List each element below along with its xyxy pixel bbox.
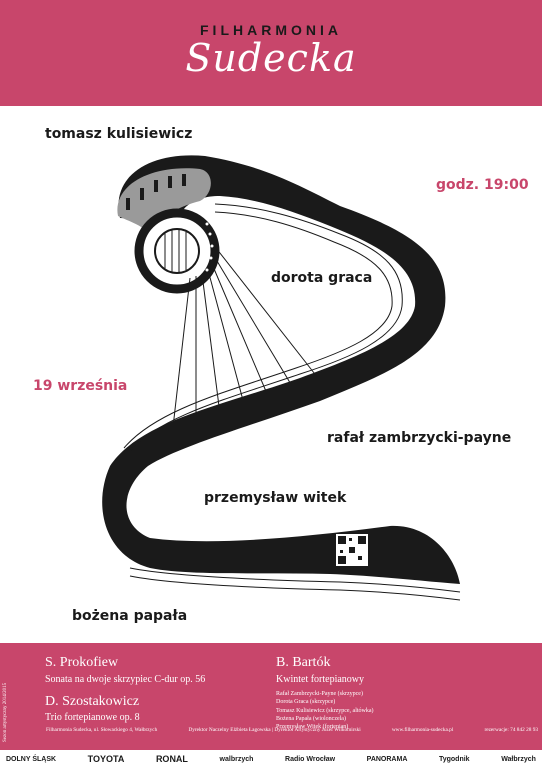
program-band — [0, 643, 542, 750]
role-item: Tomasz Kulisiewicz (skrzypce, altówka) — [276, 707, 374, 714]
sponsor-logo: PANORAMA — [366, 755, 408, 763]
tuning-pegs — [126, 174, 186, 210]
org-logo-script: Sudecka — [185, 36, 357, 80]
performer-role-list: Rafał Zambrzycki-Payne (skrzypce) Dorota… — [276, 690, 374, 731]
event-time: godz. 19:00 — [436, 177, 529, 193]
role-item: Dorota Graca (skrzypce) — [276, 699, 336, 706]
performer-1: tomasz kulisiewicz — [45, 126, 193, 142]
sponsor-logo: TOYOTA — [87, 754, 125, 764]
footer-website[interactable]: www.filharmonia-sudecka.pl — [391, 727, 454, 733]
work-left-1: Sonata na dwoje skrzypiec C-dur op. 56 — [45, 674, 206, 685]
soundhole — [154, 228, 200, 274]
event-date: 19 września — [33, 378, 128, 394]
performer-3: rafał zambrzycki-payne — [327, 430, 512, 446]
footer-directors: Dyrektor Naczelny Elżbieta Łagowska | Dy… — [188, 727, 361, 733]
role-item: Rafał Zambrzycki-Payne (skrzypce) — [276, 691, 363, 697]
composer-left-2: D. Szostakowicz — [45, 694, 140, 709]
composer-left-1: S. Prokofiew — [45, 655, 119, 670]
sponsor-logo: Radio Wrocław — [285, 755, 336, 763]
sponsor-strip: DOLNY ŚLĄSK TOYOTA RONAL walbrzych Radio… — [0, 750, 542, 768]
harp-strings — [171, 247, 319, 437]
harp-soundboard — [117, 168, 211, 234]
composer-right: B. Bartók — [276, 655, 331, 670]
org-name: FILHARMONIA — [200, 22, 342, 38]
performer-4: przemysław witek — [204, 490, 347, 506]
season-label: Sezon artystyczny 2014/2015 — [3, 682, 8, 742]
footer-phone: rezerwacje: 74 842 28 93 — [484, 727, 538, 733]
sponsor-logo: Wałbrzych — [501, 755, 536, 763]
qr-code-icon — [336, 534, 368, 566]
work-right: Kwintet fortepianowy — [276, 674, 365, 685]
performer-2: dorota graca — [271, 270, 373, 286]
harp-clef-illustration — [102, 155, 461, 601]
sponsor-logo: walbrzych — [219, 755, 254, 763]
soundhole-strings — [164, 230, 187, 272]
role-item: Przemysław Witek (fortepian) — [276, 724, 349, 731]
footer-info: Filharmonia Sudecka, ul. Słowackiego 4, … — [46, 727, 538, 733]
sponsor-logo: RONAL — [155, 754, 188, 764]
role-item: Bożena Papała (wiolonczela) — [276, 715, 346, 722]
sponsor-logo: DOLNY ŚLĄSK — [6, 755, 57, 763]
ring-dots — [205, 222, 214, 272]
work-left-2: Trio fortepianowe op. 8 — [45, 712, 140, 723]
performer-5: bożena papała — [72, 608, 188, 624]
header-band — [0, 0, 542, 106]
outline-strings — [123, 203, 461, 601]
footer-address: Filharmonia Sudecka, ul. Słowackiego 4, … — [46, 727, 158, 733]
sponsor-logo: Tygodnik — [438, 755, 470, 763]
